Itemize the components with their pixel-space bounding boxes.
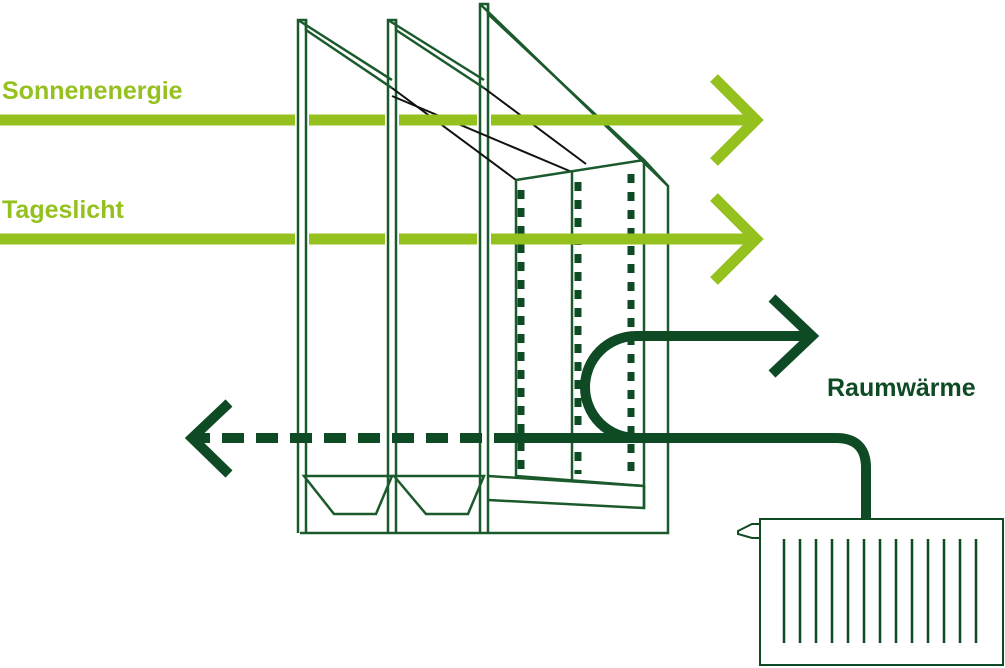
solar-energy-arrow: [0, 74, 764, 166]
glass-edges: [391, 87, 587, 181]
solar-energy-label: Sonnenenergie: [2, 77, 183, 105]
triple-glazed-window: [296, 2, 670, 535]
room-heat-label: Raumwärme: [827, 374, 976, 402]
window-pane-3: [478, 2, 669, 533]
daylight-label: Tageslicht: [2, 196, 124, 224]
daylight-arrow: [0, 193, 764, 285]
radiator-icon: [737, 518, 1004, 666]
heat-loss-arrow: [184, 399, 516, 478]
window-pane-1: [296, 18, 394, 533]
window-pane-2: [386, 18, 486, 533]
room-heat-arrow: [516, 294, 871, 518]
radiator-fins: [782, 539, 978, 643]
blind-slats: [517, 174, 635, 476]
